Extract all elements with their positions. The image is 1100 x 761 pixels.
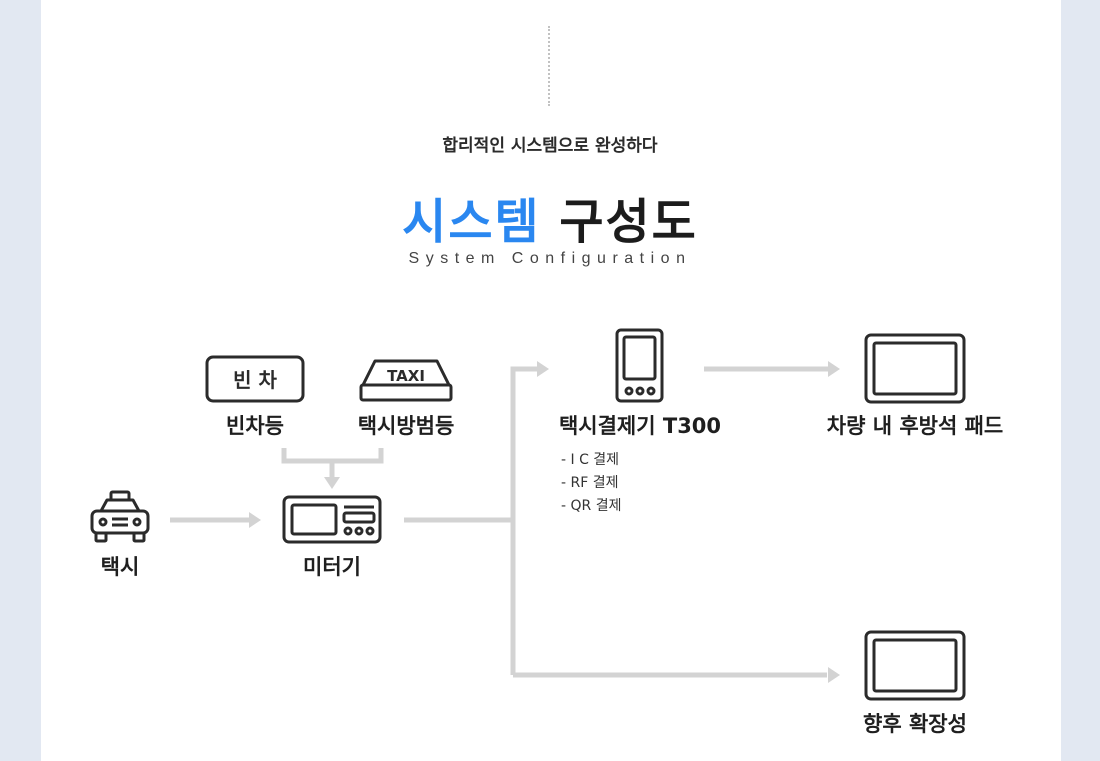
arrowhead: [537, 361, 549, 377]
arrowhead: [828, 361, 840, 377]
connector-meter-branch: [404, 366, 827, 678]
section-title: 시스템 구성도: [0, 182, 1100, 252]
connector-lights-meter: [281, 448, 384, 478]
label-empty-car-light: 빈차등: [226, 414, 284, 438]
payment-terminal-icon: [615, 328, 664, 403]
label-taxi: 택시: [100, 555, 140, 579]
empty-car-light-icon: 빈 차: [205, 355, 305, 403]
taxi-roof-sign-icon: TAXI: [359, 359, 453, 402]
taxi-sign-text: TAXI: [387, 367, 425, 385]
future-pad-icon: [864, 630, 966, 701]
payment-feature-list: - I C 결제 - RF 결제 - QR 결제: [561, 449, 621, 518]
feature-ic: - I C 결제: [561, 452, 620, 468]
arrowhead: [828, 667, 840, 683]
taxi-meter-icon: [282, 495, 382, 544]
dotted-divider: [548, 26, 550, 106]
rear-seat-pad-icon: [864, 333, 966, 404]
title-accent: 시스템: [402, 194, 541, 250]
empty-car-sign-text: 빈 차: [233, 368, 277, 392]
arrowhead: [324, 477, 340, 489]
connectors: [170, 366, 828, 678]
label-payment-terminal: 택시결제기 T300: [558, 414, 722, 438]
feature-rf: - RF 결제: [561, 475, 619, 491]
connector-arrowheads: [249, 361, 840, 683]
label-rear-seat-pad: 차량 내 후방석 패드: [826, 414, 1004, 438]
label-taxi-roof-sign: 택시방범등: [357, 414, 455, 438]
title-rest: 구성도: [559, 194, 698, 250]
section-subtitle: 합리적인 시스템으로 완성하다: [442, 136, 658, 156]
feature-qr: - QR 결제: [561, 498, 622, 514]
taxi-car-icon: [90, 490, 150, 543]
label-meter: 미터기: [303, 555, 361, 579]
arrowhead: [249, 512, 261, 528]
section-title-en: System Configuration: [408, 250, 692, 267]
label-future-expansion: 향후 확장성: [863, 712, 967, 736]
